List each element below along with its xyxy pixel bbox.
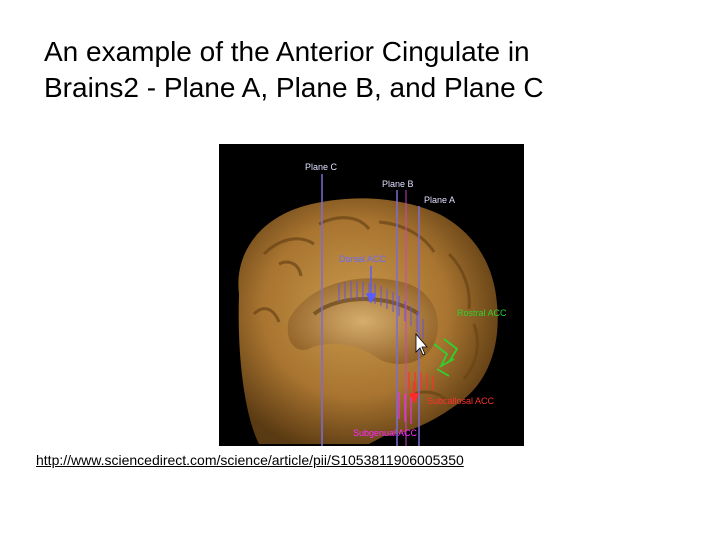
label-rostral-acc: Rostral ACC [457, 308, 507, 318]
source-link[interactable]: http://www.sciencedirect.com/science/art… [36, 452, 464, 468]
label-subcallosal-acc: Subcallosal ACC [427, 396, 495, 406]
gyri-pattern [252, 216, 479, 407]
corpus-callosum [287, 278, 438, 364]
mouse-cursor-icon [415, 332, 428, 356]
dorsal-arrow [365, 266, 377, 304]
slide-title-line-2: Brains2 - Plane A, Plane B, and Plane C [44, 72, 544, 103]
rostral-marks [433, 338, 459, 377]
subcallosal-hatch [408, 372, 434, 390]
slide-title: An example of the Anterior Cingulate in … [44, 34, 684, 106]
dorsal-hatch [338, 281, 424, 339]
label-subgenual-acc: Subgenual ACC [353, 428, 418, 438]
subcallosal-arrow [408, 382, 420, 404]
label-plane-b: Plane B [382, 179, 414, 189]
brain-illustration: Plane C Plane B Plane A Dorsal ACC Rostr… [238, 162, 507, 446]
slide-title-line-1: An example of the Anterior Cingulate in [44, 36, 530, 67]
brain-figure: Plane C Plane B Plane A Dorsal ACC Rostr… [219, 144, 524, 446]
label-plane-c: Plane C [305, 162, 338, 172]
label-plane-a: Plane A [424, 195, 455, 205]
label-dorsal-acc: Dorsal ACC [339, 254, 387, 264]
subgenual-marks [398, 392, 412, 424]
